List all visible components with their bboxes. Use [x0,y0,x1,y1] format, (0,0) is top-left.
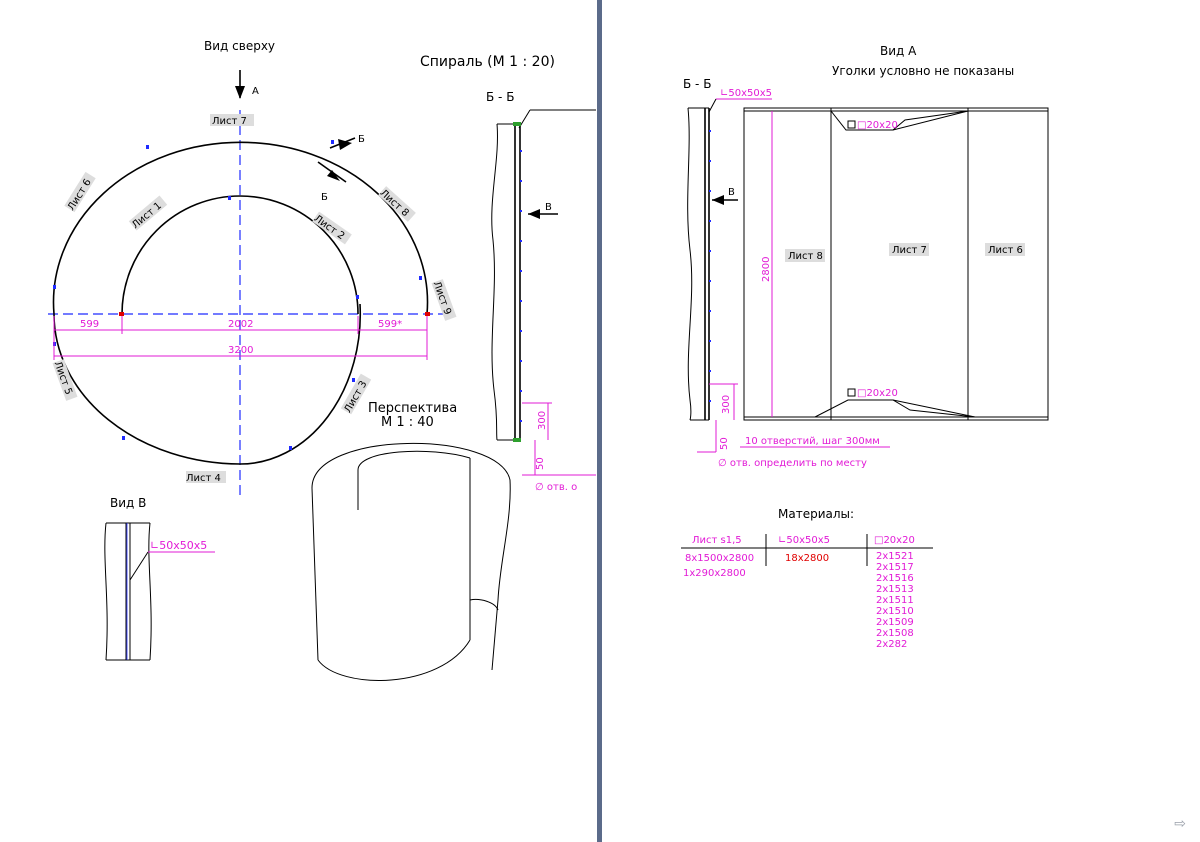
dim-300-left: 300 [537,411,548,430]
materials-title: Материалы: [778,507,854,521]
materials-col3-row-6: 2x1509 [876,617,914,628]
sheet-label-1: Лист 1 [130,200,164,231]
materials-col3-row-2: 2x1516 [876,573,914,584]
arrow-a-head-icon [235,86,245,99]
arrow-right-icon[interactable]: ⇨ [1174,816,1186,832]
panel-outline [743,107,1049,421]
materials-col3-row-8: 2x282 [876,639,907,650]
materials-col3-row-0: 2x1521 [876,551,914,562]
section-bb-left: Б - Б В 300 50 ∅ отв. о [486,90,596,493]
dim-2002: 2002 [228,319,253,330]
spiral-title: Спираль (М 1 : 20) [420,54,555,70]
perspective-view: Перспектива М 1 : 40 [311,401,511,681]
dim-50-right: 50 [719,437,730,450]
holes-place: ∅ отв. определить по месту [718,458,867,469]
angle-label: ∟50x50x5 [720,88,772,99]
materials-col2-header: ∟50x50x5 [778,535,830,546]
view-a-title: Вид А [880,44,917,58]
materials-table: Материалы: Лист s1,5 ∟50x50x5 □20x20 8x1… [681,507,933,650]
sheet-label-8-right: Лист 8 [788,251,823,262]
dim-300-right: 300 [721,395,732,414]
sheet-label-7: Лист 7 [212,116,247,127]
section-b-bottom: Б [321,192,328,203]
materials-col1-row-1: 1x290x2800 [683,568,746,579]
materials-col3-row-4: 2x1511 [876,595,914,606]
dim-599-right: 599* [378,319,402,330]
dim-2800: 2800 [761,257,772,282]
materials-col2-row-0: 18x2800 [785,553,829,564]
section-b-top: Б [358,134,365,145]
view-b-title: Вид В [110,496,146,510]
top-view-dimensions: 599 2002 599* 3200 [53,316,428,360]
square-bottom-label: □20x20 [857,388,898,399]
spiral-inner-arc [121,195,359,315]
view-a-note: Уголки условно не показаны [832,64,1014,78]
square-top-label: □20x20 [857,120,898,131]
top-view-title: Вид сверху [204,39,275,53]
arrow-a-label: А [252,86,259,97]
materials-col3-row-1: 2x1517 [876,562,914,573]
sheet-label-8: Лист 8 [377,188,410,220]
materials-col3-row-3: 2x1513 [876,584,914,595]
materials-col3-row-7: 2x1508 [876,628,914,639]
inner-start-mark [119,312,124,316]
dim-3200: 3200 [228,345,253,356]
section-bb-right: Б - Б [683,77,711,91]
sheet-label-4: Лист 4 [186,473,221,484]
section-marker-b: Б Б [317,134,365,203]
dim-50-left: 50 [535,457,546,470]
perspective-title: Перспектива [368,401,457,416]
spiral-outer-arc [52,141,429,465]
materials-col3-row-5: 2x1510 [876,606,914,617]
outer-end-mark [425,312,430,316]
sheet-label-7-right: Лист 7 [892,245,927,256]
perspective-scale: М 1 : 40 [381,415,434,430]
section-bb-title: Б - Б [486,90,514,104]
dim-599-left: 599 [80,319,99,330]
materials-col3-header: □20x20 [874,535,915,546]
hole-note-partial: ∅ отв. о [535,482,577,493]
view-b-angle: ∟50x50x5 [150,539,207,552]
view-a: Вид А Уголки условно не показаны Б - Б ∟… [683,44,1049,469]
materials-col1-header: Лист s1,5 [692,535,742,546]
anchor-marks [53,140,422,450]
arrow-v-right-label: В [728,187,735,198]
holes-note: 10 отверстий, шаг 300мм [745,436,880,447]
sheet-label-6-right: Лист 6 [988,245,1023,256]
page-divider[interactable] [597,0,602,842]
arrow-v-label: В [545,202,552,213]
view-b: Вид В ∟50x50x5 [104,496,215,661]
materials-col1-row-0: 8x1500x2800 [685,553,754,564]
